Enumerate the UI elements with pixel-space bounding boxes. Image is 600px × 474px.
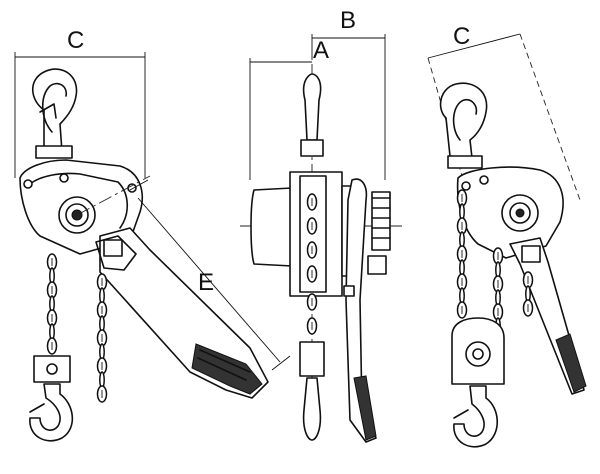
angled-view: C — [427, 23, 587, 448]
hoist-body — [19, 159, 144, 255]
dimension-c-left: C — [14, 27, 146, 178]
side-view: B A — [240, 7, 402, 443]
dimension-b: B — [311, 7, 386, 180]
label-c-right: C — [453, 23, 470, 50]
label-b: B — [340, 7, 356, 34]
front-chain-right — [96, 273, 108, 403]
label-c-left: C — [67, 27, 84, 54]
label-a: A — [313, 37, 329, 64]
front-chain-left — [46, 253, 58, 355]
top-hook — [31, 68, 78, 159]
front-view: C — [14, 27, 291, 442]
dimension-a: A — [249, 37, 329, 180]
lever-handle — [95, 227, 269, 399]
label-e: E — [198, 269, 214, 296]
dimension-e: E — [129, 179, 291, 371]
bottom-hook — [29, 355, 74, 442]
